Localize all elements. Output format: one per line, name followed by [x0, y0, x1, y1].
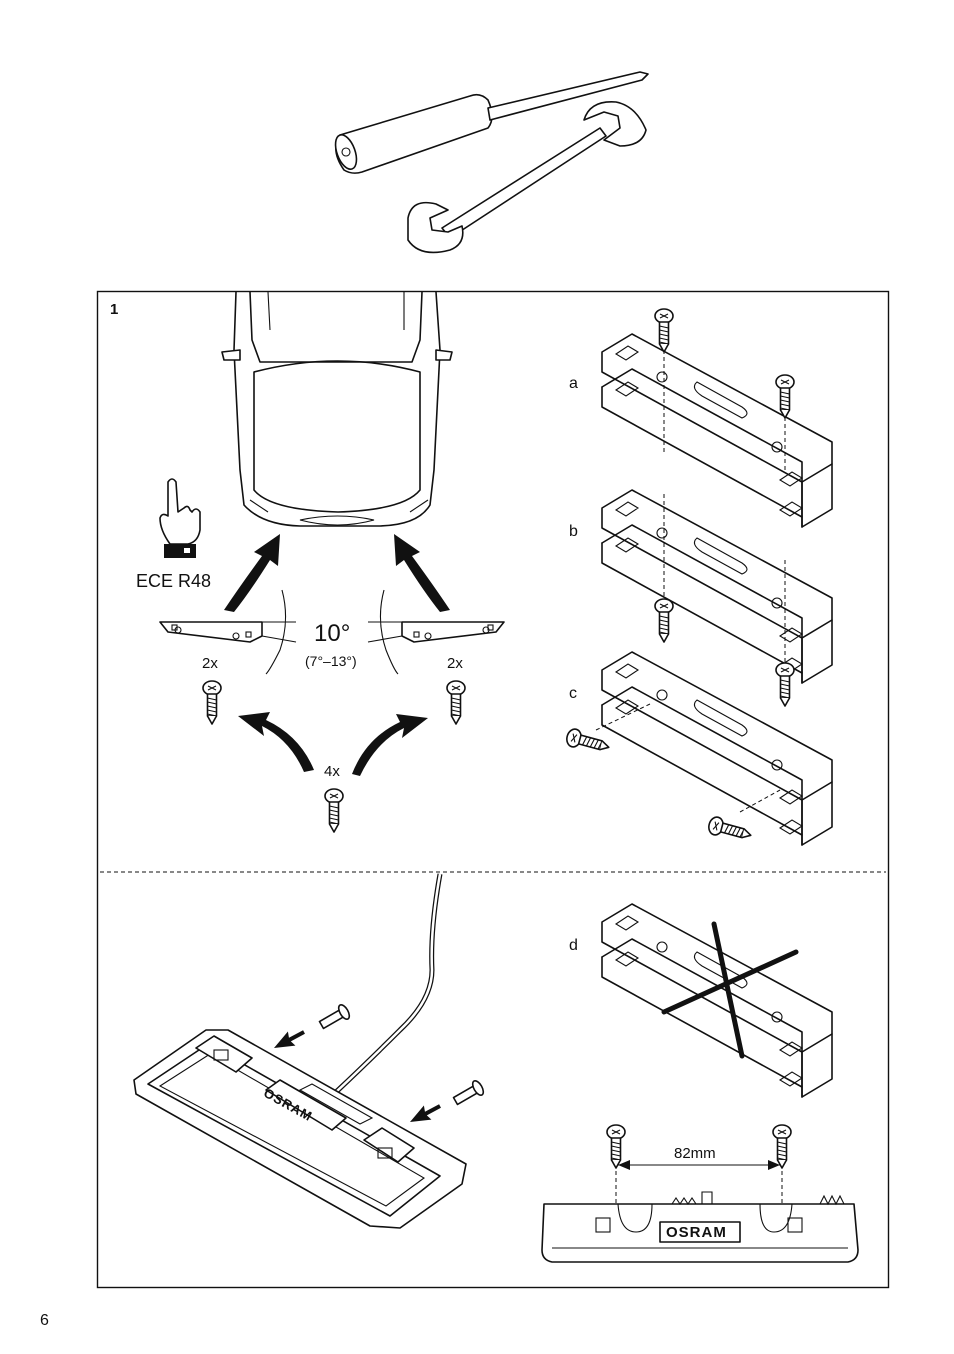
brand-text-front: OSRAM — [666, 1225, 727, 1240]
car-outline — [222, 292, 452, 526]
bracket-label-b: b — [569, 524, 578, 540]
screw-icon — [776, 375, 794, 418]
screw-icon — [773, 1125, 791, 1168]
lamp-perspective — [134, 874, 466, 1228]
bracket-label-a: a — [569, 376, 578, 392]
screw-icon — [655, 309, 673, 352]
screw-icon — [655, 599, 673, 642]
hand-pointer-icon — [160, 479, 200, 558]
spacing-label: 82mm — [674, 1146, 716, 1161]
bracket-c — [565, 652, 832, 845]
angle-nominal: 10° — [314, 622, 350, 646]
screwdriver-icon — [331, 72, 648, 173]
screw-count-right: 2x — [447, 656, 463, 671]
angle-range: (7°–13°) — [305, 654, 357, 668]
screw-icon — [565, 727, 611, 756]
bracket-label-d: d — [569, 938, 578, 954]
lamp-side-profile-left — [160, 590, 296, 674]
bracket-label-c: c — [569, 686, 577, 702]
screw-icon — [203, 681, 221, 724]
screw-icon — [447, 681, 465, 724]
screw-icon — [325, 789, 343, 832]
step-number: 1 — [110, 302, 118, 317]
bracket-d — [602, 904, 832, 1097]
screw-icon — [607, 1125, 625, 1168]
screw-count-total: 4x — [324, 764, 340, 779]
page-number: 6 — [40, 1313, 49, 1329]
screw-icon — [707, 815, 753, 844]
screw-icon — [776, 663, 794, 706]
regulation-label: ECE R48 — [136, 572, 211, 590]
screw-count-left: 2x — [202, 656, 218, 671]
